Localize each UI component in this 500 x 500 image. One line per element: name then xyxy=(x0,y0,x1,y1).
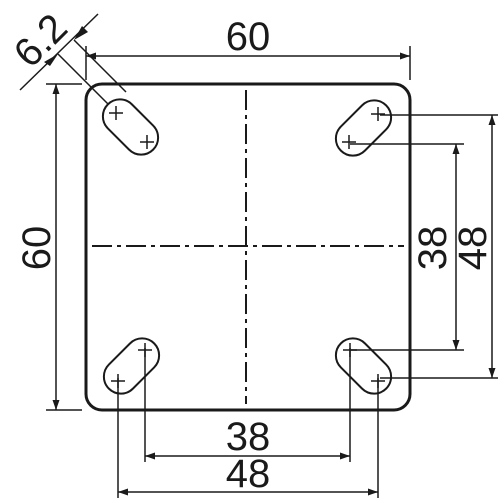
plate-width-label: 60 xyxy=(226,15,271,59)
outer-pitch-vertical-label: 48 xyxy=(451,226,495,271)
dimension-plate-height: 60 xyxy=(15,83,82,411)
dimension-outer-pitch-vertical: 48 xyxy=(380,114,498,379)
dimension-inner-pitch-horizontal: 38 xyxy=(144,348,351,462)
slot-width-label: 6.2 xyxy=(6,6,76,76)
slot-top-right xyxy=(334,99,393,157)
outer-pitch-horizontal-label: 48 xyxy=(226,452,271,496)
inner-pitch-vertical-label: 38 xyxy=(411,226,455,271)
dimension-plate-width: 60 xyxy=(85,15,411,80)
slot-top-left xyxy=(101,98,160,156)
plate-height-label: 60 xyxy=(15,226,59,271)
dimension-outer-pitch-horizontal: 48 xyxy=(117,378,379,498)
inner-pitch-horizontal-label: 38 xyxy=(226,415,271,459)
dimension-inner-pitch-vertical: 38 xyxy=(350,143,464,351)
